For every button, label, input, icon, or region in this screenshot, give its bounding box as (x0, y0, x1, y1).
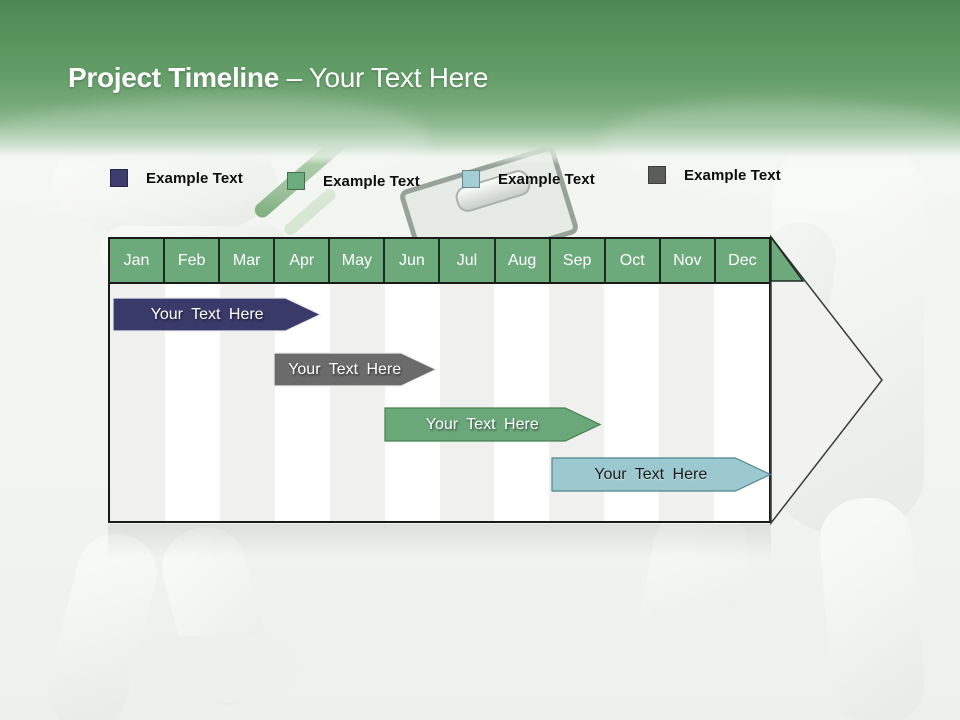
arrow-body (770, 234, 883, 526)
month-column-jan (110, 239, 165, 521)
legend-item-3: Example Text (462, 170, 595, 188)
legend-label: Example Text (146, 169, 243, 187)
legend-item-4: Example Text (648, 166, 781, 184)
month-cell-dec: Dec (715, 239, 769, 282)
month-cell-jun: Jun (385, 239, 441, 282)
month-cell-mar: Mar (220, 239, 276, 282)
month-column-feb (164, 239, 220, 521)
month-cell-jan: Jan (110, 239, 166, 282)
gantt-bar-shape (550, 457, 772, 492)
gantt-bar-light-blue: Your Text Here (550, 457, 772, 492)
title-suffix: – Your Text Here (278, 62, 489, 93)
legend-swatch-3 (462, 170, 480, 188)
month-column-jul (439, 239, 495, 521)
gantt-bar-green: Your Text Here (384, 407, 602, 442)
arrow-green-wedge (770, 234, 805, 282)
month-column-aug (494, 239, 550, 521)
timeline-arrow-head (770, 234, 883, 526)
month-column-mar (219, 239, 275, 521)
month-cell-aug: Aug (495, 239, 551, 282)
legend-label: Example Text (323, 172, 420, 190)
title-main: Project Timeline (68, 62, 279, 93)
month-cell-may: May (330, 239, 386, 282)
month-cell-sep: Sep (550, 239, 606, 282)
month-columns (110, 239, 770, 521)
legend-swatch-1 (110, 169, 128, 187)
gantt-bar-label: Your Text Here (425, 415, 539, 433)
legend-swatch-4 (648, 166, 666, 184)
month-cell-oct: Oct (605, 239, 661, 282)
gantt-bar-gray: Your Text Here (273, 352, 438, 387)
month-cell-feb: Feb (165, 239, 221, 282)
gantt-bar-shape (384, 407, 602, 442)
legend-label: Example Text (498, 170, 595, 188)
month-cell-apr: Apr (275, 239, 331, 282)
gantt-bar-label: Your Text Here (288, 360, 402, 378)
chart-reflection (108, 524, 771, 558)
legend-item-2: Example Text (287, 172, 420, 190)
legend-swatch-2 (287, 172, 305, 190)
month-cell-nov: Nov (660, 239, 716, 282)
gantt-bar-shape (273, 352, 438, 387)
page-title: Project Timeline – Your Text Here (68, 62, 488, 94)
title-bar: Project Timeline – Your Text Here (0, 0, 960, 231)
month-cell-jul: Jul (440, 239, 496, 282)
legend-label: Example Text (684, 166, 781, 184)
gantt-bar-label: Your Text Here (150, 305, 264, 323)
figure-right-foot (636, 608, 784, 672)
gantt-bar-dark-blue: Your Text Here (112, 297, 323, 332)
legend-item-1: Example Text (110, 169, 243, 187)
figure-left-foot (126, 636, 298, 702)
gantt-bar-label: Your Text Here (594, 465, 708, 483)
gantt-bar-shape (112, 297, 323, 332)
